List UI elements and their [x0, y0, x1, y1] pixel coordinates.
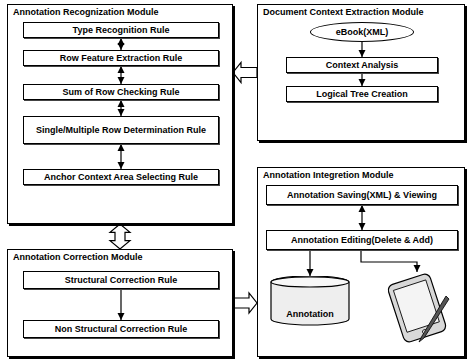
pen-body: [419, 296, 449, 342]
rule-box: Structural Correction Rule: [23, 271, 219, 289]
cylinder-body: [271, 276, 349, 325]
process-box: Annotation Editing(Delete & Add): [266, 230, 458, 250]
rule-box: Anchor Context Area Selecting Rule: [23, 169, 219, 185]
flow-arrow: [309, 250, 310, 276]
module-title: Annotation Correction Module: [13, 252, 143, 263]
flow-arrow: [361, 205, 362, 230]
flow-arrow: [120, 289, 121, 320]
rule-box: Sum of Row Checking Rule: [23, 84, 219, 100]
tablet-icon: [387, 273, 447, 344]
module-panel: Annotation Recognization ModuleType Reco…: [7, 4, 233, 224]
node-label: Row Feature Extraction Rule: [60, 53, 183, 64]
node-label: Sum of Row Checking Rule: [62, 87, 179, 98]
document-ellipse: eBook(XML): [310, 22, 414, 42]
leader-arrow: [361, 249, 417, 272]
pen-icon: [419, 296, 449, 342]
block-arrow: [110, 224, 130, 249]
node-label: Non Structural Correction Rule: [55, 324, 188, 335]
block-arrow: [233, 63, 257, 83]
module-panel: Document Context Extraction Module eBook(…: [257, 4, 465, 141]
node-label: Structural Correction Rule: [65, 275, 178, 286]
rule-box: Type Recognition Rule: [23, 22, 219, 38]
module-panel: Annotation Integretion ModuleAnnotation …: [257, 167, 465, 357]
block-arrow: [233, 293, 257, 313]
cylinder-top: [271, 277, 349, 287]
node-label: Context Analysis: [326, 60, 399, 71]
database-cylinder: Annotation: [270, 276, 350, 326]
rule-box: Non Structural Correction Rule: [23, 320, 219, 338]
flow-arrow: [120, 66, 121, 84]
flow-arrow: [361, 42, 362, 57]
tablet-body: [387, 273, 447, 344]
node-label: Type Recognition Rule: [73, 25, 170, 36]
node-label: Single/Multiple Row Determination Rule: [36, 125, 206, 136]
node-label: Anchor Context Area Selecting Rule: [44, 172, 198, 183]
node-label: Annotation: [286, 309, 334, 320]
rule-box: Single/Multiple Row Determination Rule: [23, 116, 219, 144]
process-box: Context Analysis: [286, 57, 438, 73]
flow-arrow: [120, 144, 121, 169]
module-title: Annotation Recognization Module: [13, 7, 159, 18]
node-label: Annotation Editing(Delete & Add): [291, 235, 433, 246]
module-title: Annotation Integretion Module: [263, 170, 393, 181]
process-box: Logical Tree Creation: [286, 86, 438, 102]
module-title: Document Context Extraction Module: [263, 7, 424, 18]
process-box: Annotation Saving(XML) & Viewing: [266, 185, 458, 205]
node-label: Annotation Saving(XML) & Viewing: [287, 190, 437, 201]
module-panel: Annotation Correction ModuleStructural C…: [7, 249, 233, 357]
rule-box: Row Feature Extraction Rule: [23, 50, 219, 66]
flow-arrow: [120, 38, 121, 50]
flow-arrow: [361, 73, 362, 86]
node-label: Logical Tree Creation: [316, 89, 408, 100]
flow-arrow: [120, 100, 121, 116]
node-label: eBook(XML): [336, 27, 389, 38]
